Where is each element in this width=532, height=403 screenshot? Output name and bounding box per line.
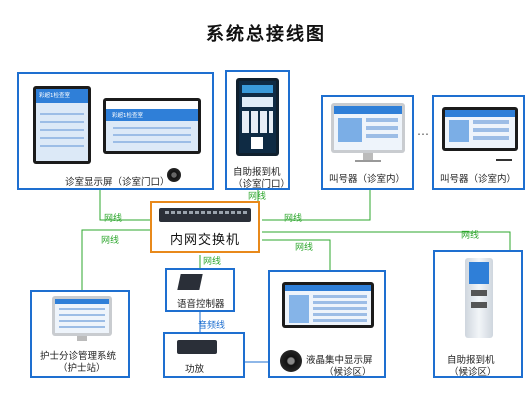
kiosk-door-screen xyxy=(236,78,279,156)
voice-controller-device xyxy=(177,274,203,290)
wire-line-caller xyxy=(262,190,371,221)
caller-2-panel: 叫号器（诊室内） xyxy=(432,95,525,190)
kiosk-wait-label-2: （候诊区） xyxy=(449,367,497,378)
lcd-speaker-icon xyxy=(280,350,302,372)
wide-screen-text: 彩超1检查室 xyxy=(112,113,143,119)
audio-wire-label: 音频线 xyxy=(198,321,226,331)
voice-controller-panel: 语音控制器 xyxy=(165,268,235,312)
kiosk-wait-panel: 自助报到机 （候诊区） xyxy=(433,250,523,378)
nurse-monitor-stand xyxy=(77,336,87,341)
caller-2-screen xyxy=(442,107,518,151)
wire-line-clinic xyxy=(99,190,150,221)
wire-line-lcd xyxy=(262,239,331,270)
clinic-display-label: 诊室显示屏（诊室门口） xyxy=(65,177,170,188)
wire-label-4: 网线 xyxy=(101,236,120,246)
amplifier-device xyxy=(177,340,217,354)
switch-label: 内网交换机 xyxy=(169,233,240,248)
nurse-station-label-1: 护士分诊管理系统 xyxy=(40,351,117,362)
kiosk-door-label-2: （诊室门口） xyxy=(233,179,291,190)
switch-device xyxy=(159,208,251,222)
kiosk-door-panel: 自助报到机 （诊室门口） xyxy=(225,70,290,190)
amplifier-panel: 功放 xyxy=(163,332,245,378)
nurse-station-monitor xyxy=(52,296,112,336)
wire-line-kiosk-wait xyxy=(262,231,511,250)
wire-label-2: 网线 xyxy=(248,192,267,202)
monitor-stand xyxy=(363,153,373,160)
tablet-screen: 彩超1检查室 xyxy=(33,86,91,164)
wire-label-7: 网线 xyxy=(203,257,222,267)
tablet-stand xyxy=(496,151,512,161)
wire-line-nurse xyxy=(81,229,150,290)
network-switch: 内网交换机 xyxy=(150,201,260,253)
wire-label-6: 网线 xyxy=(461,231,480,241)
voice-controller-label: 语音控制器 xyxy=(177,299,225,310)
tablet-screen-text: 彩超1检查室 xyxy=(39,93,70,99)
caller-1-monitor xyxy=(331,103,405,153)
nurse-station-label-2: （护士站） xyxy=(58,363,106,374)
monitor-base xyxy=(355,160,381,162)
kiosk-wait-device xyxy=(465,258,493,338)
lcd-display-screen xyxy=(282,282,374,328)
amplifier-label: 功放 xyxy=(185,364,205,375)
lcd-display-panel: 液晶集中显示屏 （候诊区） xyxy=(268,270,386,378)
caller-2-label: 叫号器（诊室内） xyxy=(440,174,517,185)
lcd-display-label-2: （候诊区） xyxy=(324,367,372,378)
diagram-title: 系统总接线图 xyxy=(206,24,326,45)
caller-1-panel: 叫号器（诊室内） xyxy=(321,95,414,190)
wide-screen: 彩超1检查室 xyxy=(103,98,201,154)
wire-label-5: 网线 xyxy=(295,243,314,253)
ellipsis: … xyxy=(417,124,429,138)
clinic-display-panel: 彩超1检查室 彩超1检查室 诊室显示屏（诊室门口） xyxy=(17,72,214,190)
kiosk-door-label-1: 自助报到机 xyxy=(233,167,281,178)
wire-label-3: 网线 xyxy=(284,214,303,224)
caller-1-label: 叫号器（诊室内） xyxy=(329,174,406,185)
kiosk-wait-label-1: 自助报到机 xyxy=(447,355,495,366)
lcd-display-label-1: 液晶集中显示屏 xyxy=(306,355,373,366)
speaker-icon xyxy=(167,168,181,182)
wire-label-1: 网线 xyxy=(104,214,123,224)
nurse-station-panel: 护士分诊管理系统 （护士站） xyxy=(30,290,130,378)
